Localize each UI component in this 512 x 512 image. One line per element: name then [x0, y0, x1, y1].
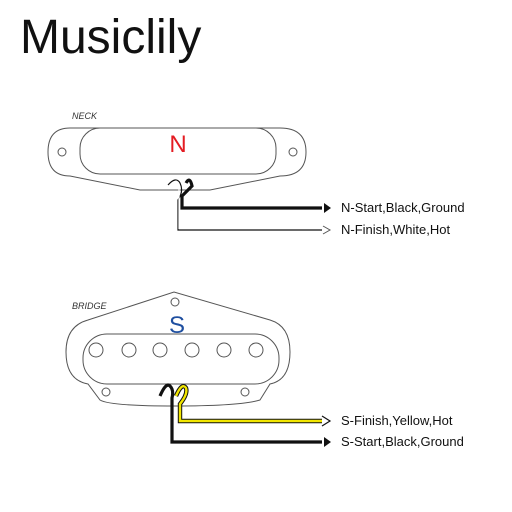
pole-piece [121, 342, 137, 358]
neck-pickup [47, 127, 307, 191]
neck-mount-hole-left [57, 147, 67, 157]
pole-piece [88, 342, 104, 358]
bridge-wires [158, 383, 332, 447]
bridge-mount-hole-right [240, 387, 250, 397]
neck-tag: NECK [72, 111, 98, 121]
bridge-letter: S [169, 312, 185, 339]
bridge-mount-hole-left [101, 387, 111, 397]
pole-piece [152, 342, 168, 358]
pole-piece [248, 342, 264, 358]
neck-mount-hole-right [288, 147, 298, 157]
bridge-wire-yellow-label: S-Finish,Yellow,Hot [341, 413, 453, 428]
bridge-wire-black-label: S-Start,Black,Ground [341, 434, 464, 449]
neck-wires [167, 178, 332, 235]
brand-title: Musiclily [20, 11, 202, 64]
bridge-tag: BRIDGE [72, 301, 108, 311]
pole-piece [184, 342, 200, 358]
bridge-mount-hole-top [170, 297, 180, 307]
neck-letter: N [169, 131, 186, 158]
pole-piece [216, 342, 232, 358]
neck-wire-white-label: N-Finish,White,Hot [341, 222, 450, 237]
neck-wire-black-label: N-Start,Black,Ground [341, 200, 465, 215]
